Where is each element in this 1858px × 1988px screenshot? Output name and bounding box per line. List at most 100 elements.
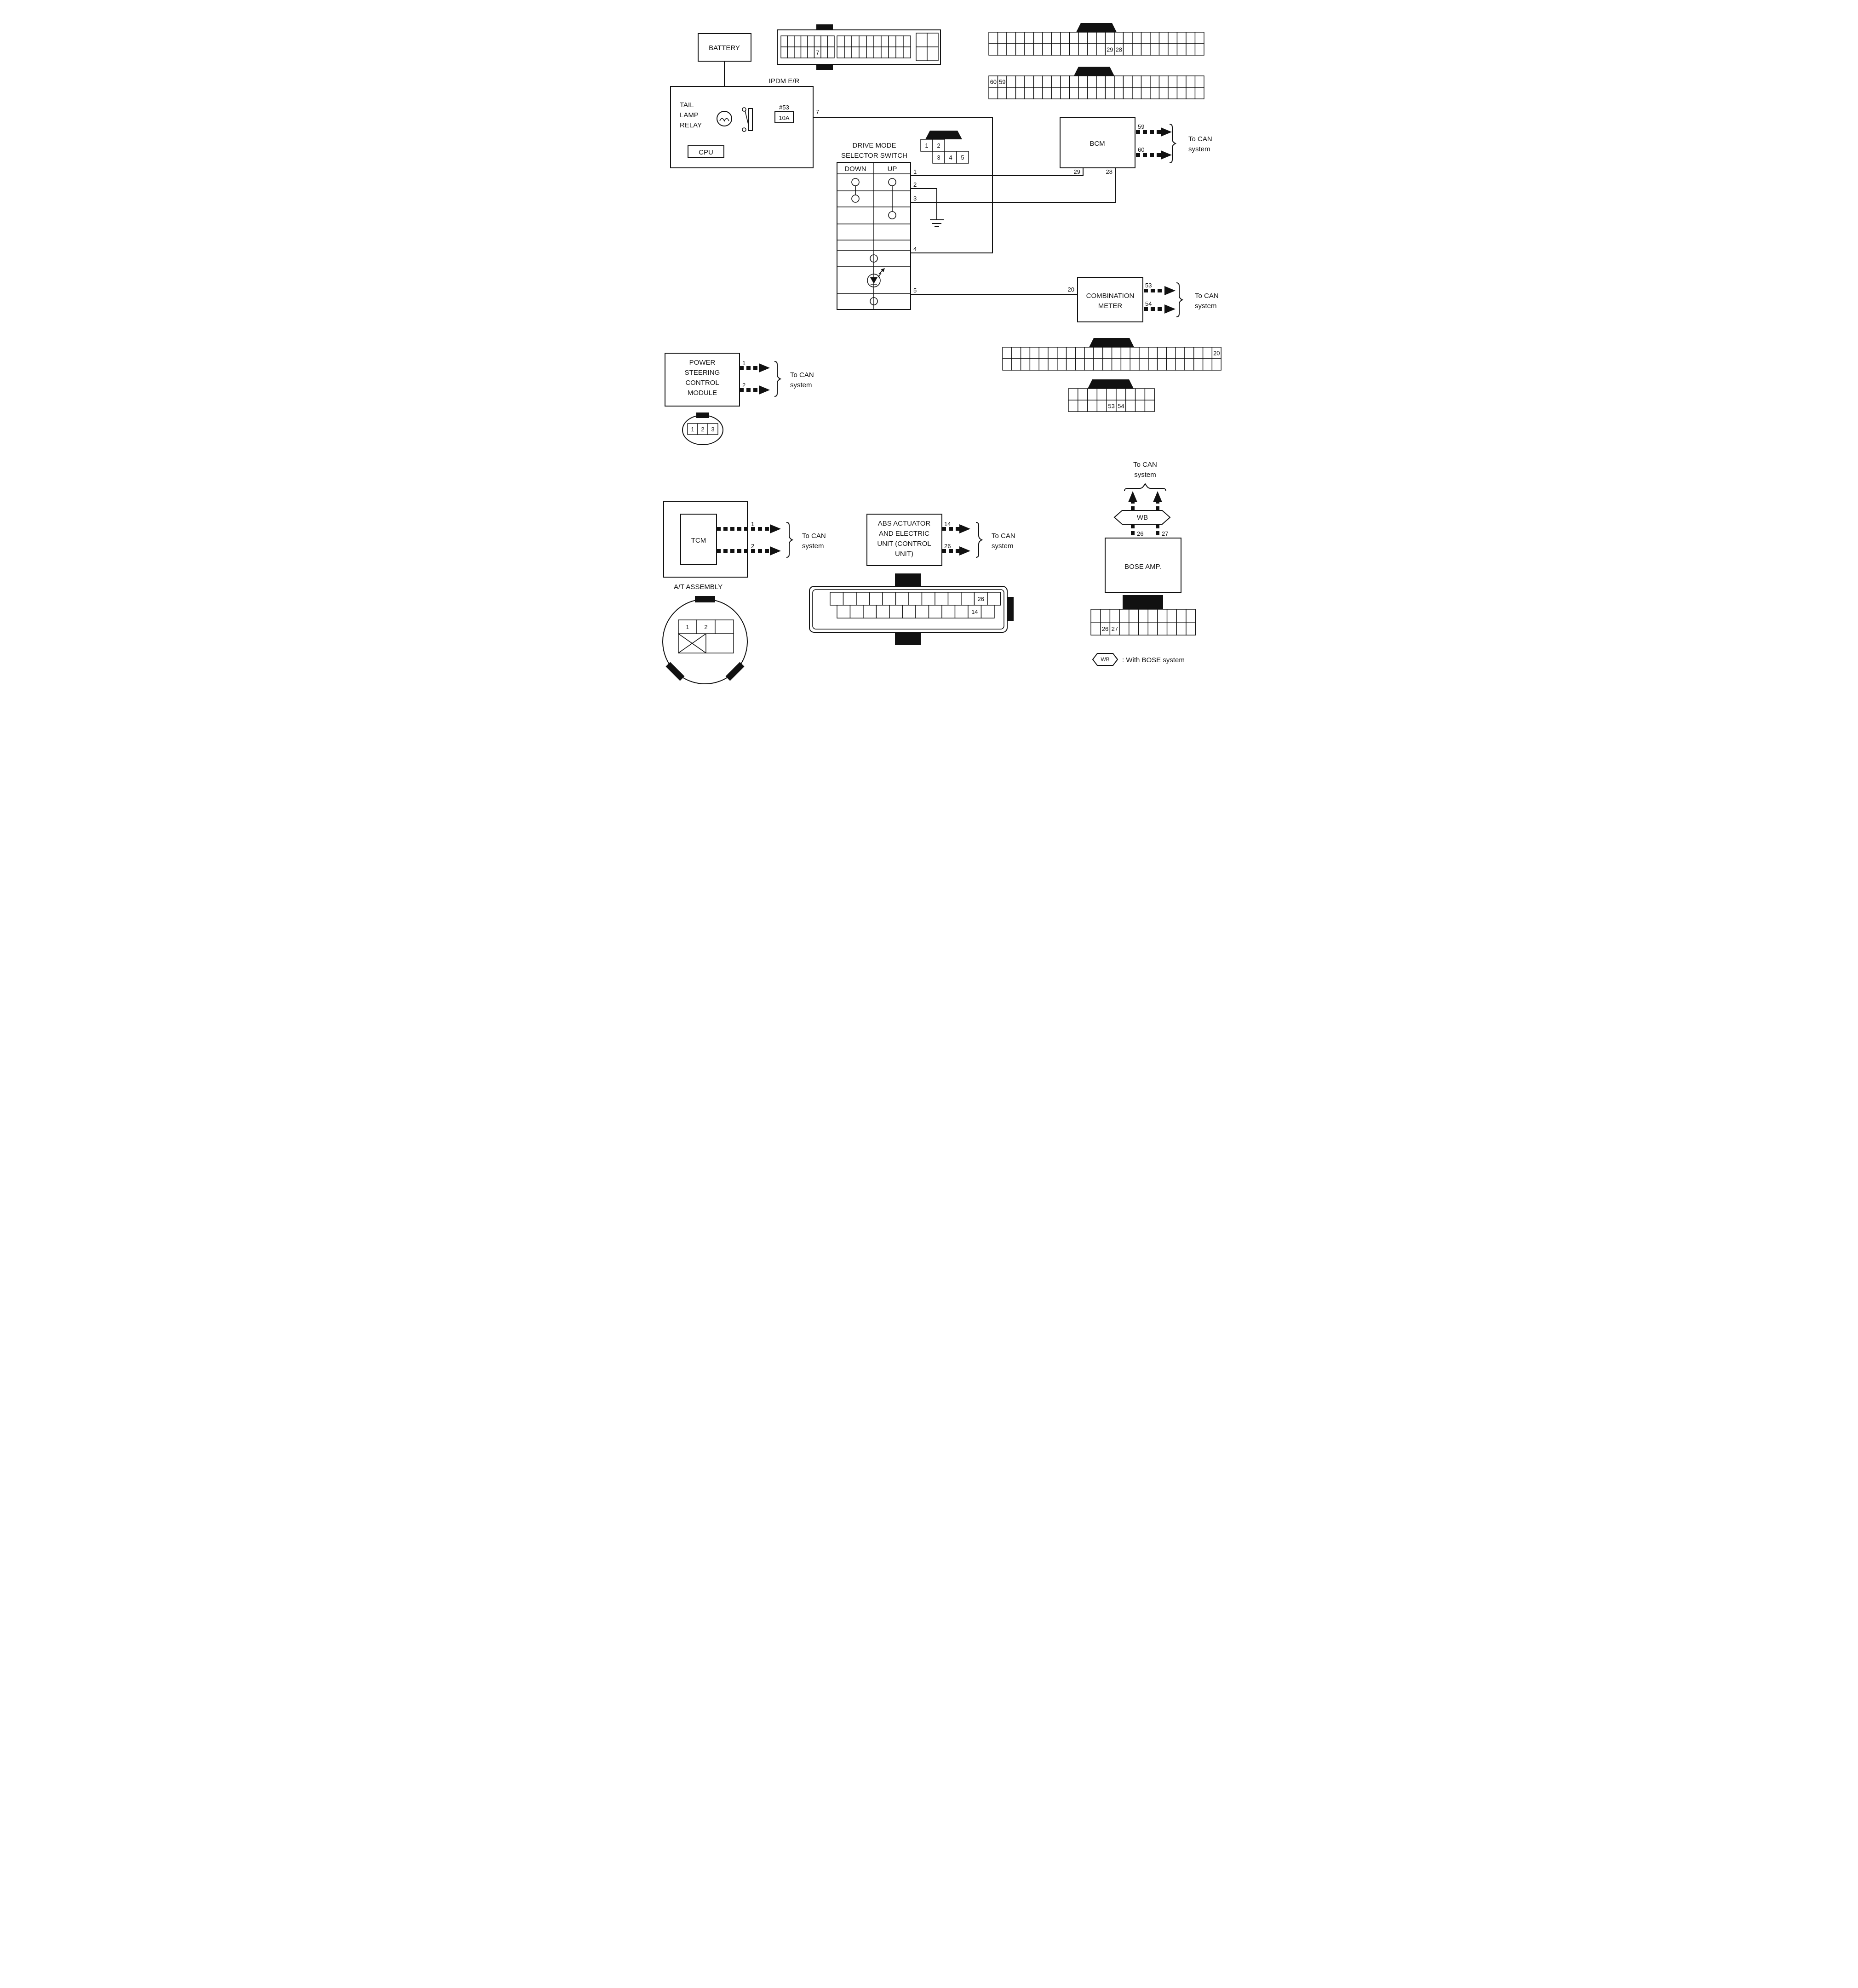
harness-c-cell bbox=[1130, 358, 1140, 371]
meter-pin-53: 53 bbox=[1145, 282, 1152, 289]
harness-c-cell bbox=[1102, 347, 1113, 359]
meter-conn-cell bbox=[1106, 388, 1117, 401]
connector-tab bbox=[816, 24, 833, 30]
ipdm-conn-mid-cell bbox=[859, 35, 867, 47]
bose-conn-cell bbox=[1129, 622, 1139, 636]
harness-a-cell bbox=[1123, 32, 1133, 44]
ipdm-conn-left-cell bbox=[794, 46, 802, 58]
relay-label-2: LAMP bbox=[680, 111, 699, 119]
meter-conn-cell bbox=[1087, 388, 1098, 401]
abs-label-4: UNIT) bbox=[895, 550, 913, 558]
harness-b-cell bbox=[1087, 75, 1097, 88]
harness-a-cell bbox=[1150, 43, 1160, 56]
harness-b-cell bbox=[1006, 75, 1016, 88]
harness-b-cell bbox=[1015, 75, 1025, 88]
combination-meter: COMBINATION METER 20 53 54 To CAN system bbox=[1068, 277, 1219, 322]
harness-c-cell bbox=[1184, 358, 1194, 371]
ipdm-conn-left-cell bbox=[807, 35, 815, 47]
at-connector-cavity bbox=[678, 633, 734, 653]
harness-a-cell bbox=[1087, 32, 1097, 44]
switch-col-down: DOWN bbox=[844, 165, 866, 173]
to-can-label: To CAN bbox=[1188, 135, 1212, 143]
bose-conn-cell bbox=[1166, 622, 1177, 636]
bose-conn-cell bbox=[1166, 609, 1177, 623]
bose-conn-cell bbox=[1157, 622, 1168, 636]
connector-tab bbox=[695, 596, 715, 602]
switch-pin-2: 2 bbox=[913, 181, 917, 188]
connector-key-tab bbox=[1074, 67, 1114, 76]
ipdm-conn-right-cell bbox=[927, 33, 939, 47]
harness-a-cell bbox=[1024, 43, 1034, 56]
bose-box bbox=[1105, 538, 1181, 593]
harness-a-cell bbox=[1042, 43, 1052, 56]
meter-conn-cell bbox=[1125, 400, 1136, 412]
harness-a-cell bbox=[1168, 43, 1178, 56]
harness-b-cell bbox=[1033, 75, 1043, 88]
switch-pin-3: 3 bbox=[913, 195, 917, 202]
harness-c-cell bbox=[1148, 347, 1158, 359]
arrowhead-icon bbox=[1164, 286, 1176, 295]
to-can-label: To CAN bbox=[1195, 292, 1219, 300]
harness-c-cell bbox=[1111, 358, 1122, 371]
harness-c-cell bbox=[1093, 358, 1103, 371]
ipdm-conn-left-cell bbox=[827, 46, 835, 58]
ipdm-title: IPDM E/R bbox=[769, 77, 800, 85]
harness-b-cell bbox=[1186, 87, 1196, 99]
harness-a-pin-28: 28 bbox=[1116, 46, 1122, 53]
bose-conn-cell bbox=[1176, 622, 1187, 636]
harness-a-cell bbox=[1114, 32, 1124, 44]
abs-conn-bottom-cell bbox=[981, 605, 995, 619]
ps-box bbox=[665, 353, 740, 407]
bose-conn-cell bbox=[1129, 609, 1139, 623]
harness-b-cell bbox=[1096, 87, 1106, 99]
harness-a-cell bbox=[1186, 43, 1196, 56]
harness-a-cell bbox=[1096, 43, 1106, 56]
tcm-pin-1: 1 bbox=[751, 521, 754, 527]
harness-b-cell bbox=[1060, 75, 1070, 88]
harness-a-cell bbox=[1015, 43, 1025, 56]
legend: WB : With BOSE system bbox=[1092, 653, 1185, 666]
meter-pin-54: 54 bbox=[1145, 300, 1152, 307]
at-conn-pin-2: 2 bbox=[704, 624, 707, 630]
harness-a-cell bbox=[1087, 43, 1097, 56]
harness-b-cell bbox=[1042, 75, 1052, 88]
ipdm-conn-mid-cell bbox=[844, 46, 852, 58]
meter-connector bbox=[1088, 379, 1134, 389]
brace-icon bbox=[1169, 124, 1177, 163]
harness-a-cell bbox=[1069, 32, 1079, 44]
tcm-pin-2: 2 bbox=[751, 543, 754, 550]
harness-c-cell bbox=[1038, 358, 1049, 371]
switch-conn-bottom-pin-5: 5 bbox=[961, 154, 964, 161]
harness-a-cell bbox=[1186, 32, 1196, 44]
harness-b-cell bbox=[1123, 87, 1133, 99]
harness-b-cell bbox=[1176, 87, 1187, 99]
harness-a-cell bbox=[1150, 32, 1160, 44]
abs-conn-top-cell bbox=[935, 592, 949, 606]
meter-conn-cell bbox=[1078, 400, 1088, 412]
ps-conn-pin-2: 2 bbox=[701, 426, 704, 433]
abs-conn-bottom-cell bbox=[968, 605, 982, 619]
ipdm-conn-left-cell bbox=[827, 35, 835, 47]
harness-b-pin-60: 60 bbox=[990, 79, 997, 86]
harness-a-cell bbox=[1176, 32, 1187, 44]
connector-key-tab bbox=[1088, 379, 1134, 389]
switch-pin-5: 5 bbox=[913, 287, 917, 294]
meter-conn-cell bbox=[1144, 388, 1155, 401]
abs-conn-top-cell bbox=[987, 592, 1001, 606]
abs-conn-top-cell bbox=[882, 592, 896, 606]
harness-connector-b bbox=[1074, 67, 1114, 76]
harness-b-cell bbox=[1194, 87, 1204, 99]
harness-c-cell bbox=[1020, 347, 1031, 359]
meter-box bbox=[1077, 277, 1143, 322]
ps-pin-1: 1 bbox=[742, 360, 745, 367]
harness-b-cell bbox=[1114, 75, 1124, 88]
abs-label-3: UNIT (CONTROL bbox=[877, 540, 931, 548]
harness-c-cell bbox=[1011, 358, 1021, 371]
brace-icon bbox=[1124, 483, 1166, 492]
harness-a-cell bbox=[997, 43, 1007, 56]
meter-conn-pin-53: 53 bbox=[1108, 403, 1114, 410]
harness-c-cell bbox=[1166, 358, 1176, 371]
harness-a-cell bbox=[1042, 32, 1052, 44]
relay-contact-icon bbox=[742, 107, 753, 132]
